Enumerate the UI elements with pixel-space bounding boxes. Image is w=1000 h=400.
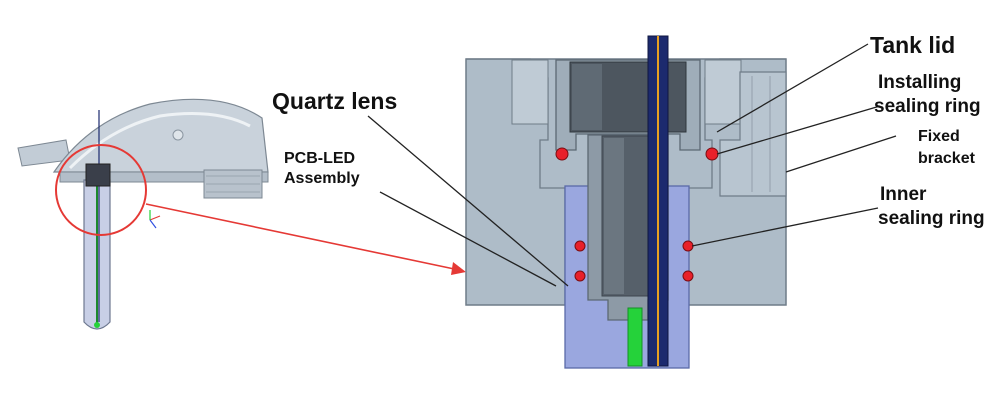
label-quartz-lens: Quartz lens <box>272 88 398 114</box>
inner-seal-left-upper <box>574 240 586 252</box>
label-inner-line1: Inner <box>880 184 927 205</box>
callout-arrowhead <box>451 262 466 275</box>
overview-view <box>17 98 269 330</box>
probe-head <box>85 163 111 187</box>
label-fixed-line2: bracket <box>918 150 975 167</box>
inner-seal-right-upper <box>682 240 694 252</box>
label-installing-line1: Installing <box>878 72 962 93</box>
installing-seal-left <box>555 147 569 161</box>
section-view <box>465 35 787 369</box>
callout-circle <box>55 144 147 236</box>
label-fixed-line1: Fixed <box>918 128 960 145</box>
leader-inner-seal <box>691 207 879 247</box>
leader-installing-seal <box>716 105 881 155</box>
leader-quartz-lens <box>367 115 569 287</box>
leader-lines <box>367 43 897 287</box>
label-tank-lid: Tank lid <box>870 32 956 58</box>
lid-highlight <box>68 112 251 170</box>
inner-seal-left-lower <box>574 270 586 282</box>
callout-arrow <box>145 203 460 271</box>
pcb-board <box>627 307 643 367</box>
label-installing-line2: sealing ring <box>874 96 981 117</box>
leader-tank-lid <box>716 43 869 133</box>
leader-pcb-led <box>379 191 557 287</box>
tank-lid-dome <box>52 98 269 173</box>
label-pcb-led-line1: PCB-LED <box>284 150 356 167</box>
label-pcb-led-line2: Assembly <box>284 170 360 187</box>
installing-seal-right <box>705 147 719 161</box>
label-inner-line2: sealing ring <box>878 208 985 229</box>
inner-seal-right-lower <box>682 270 694 282</box>
leader-fixed-bracket <box>785 135 897 173</box>
